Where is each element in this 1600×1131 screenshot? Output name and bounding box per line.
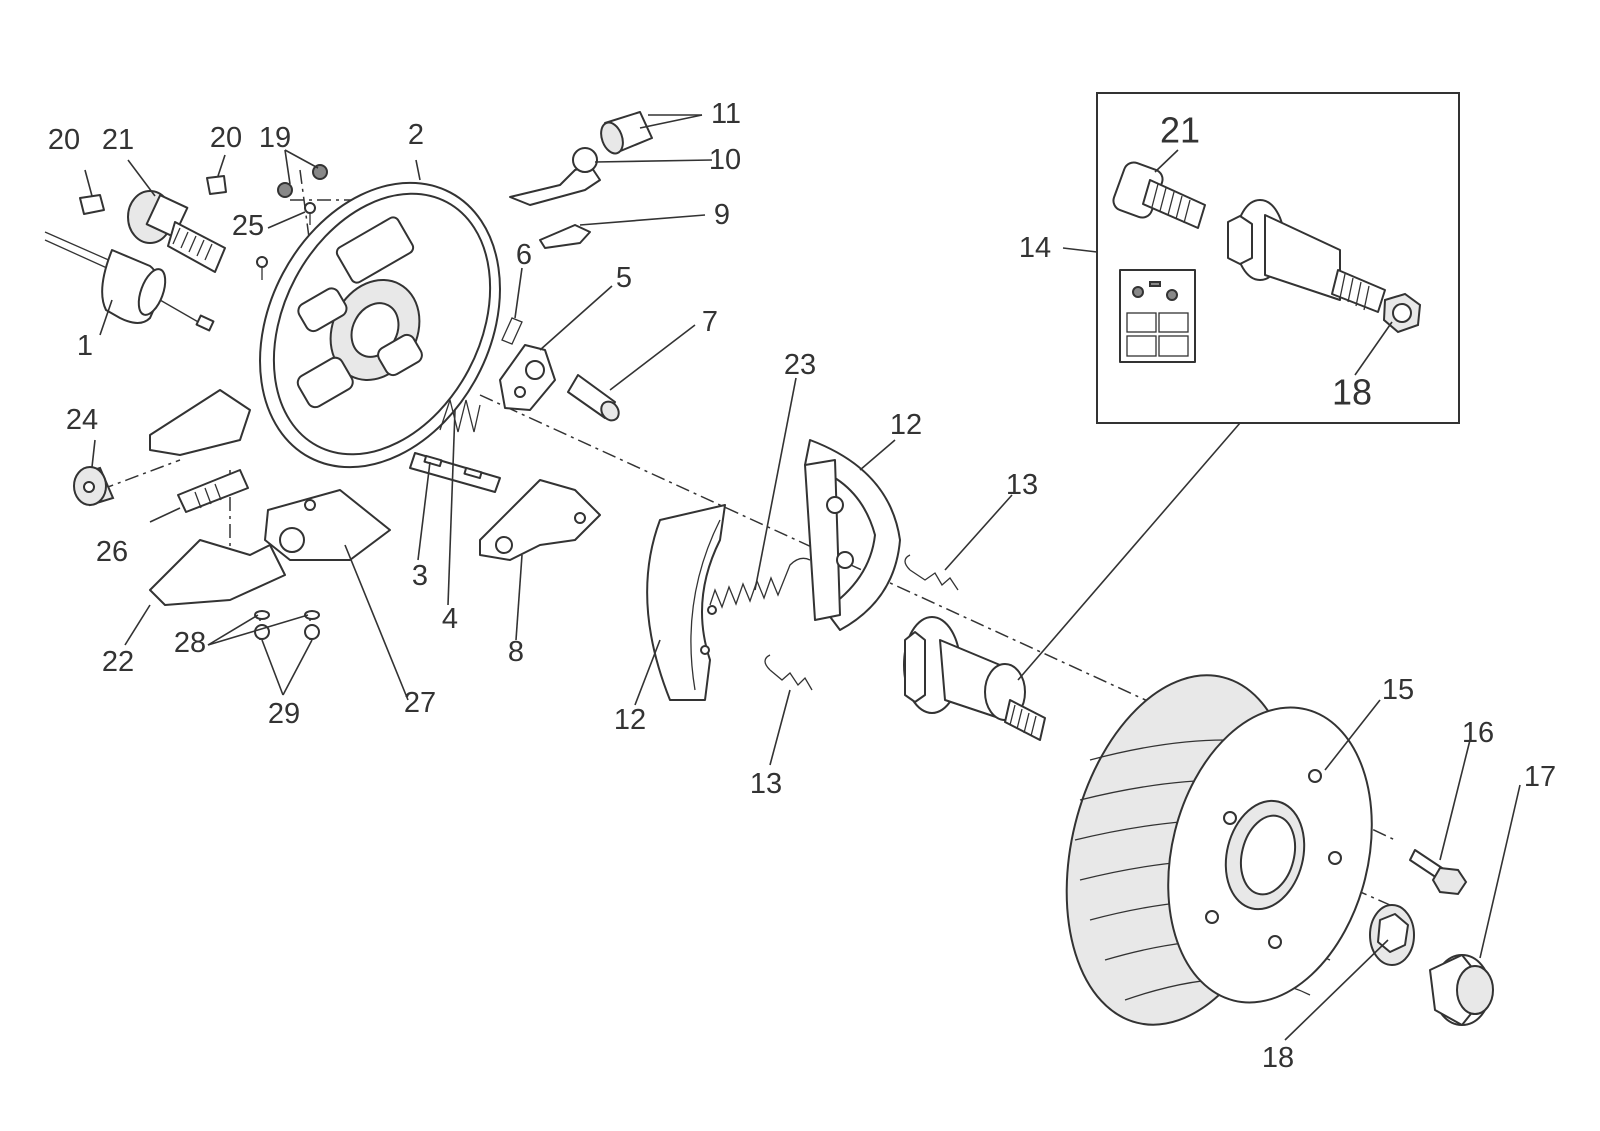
part-5-cam-lever [499,344,556,411]
label-7: 7 [702,306,718,338]
part-29-nuts [254,624,320,640]
label-9: 9 [714,199,730,231]
part-24-bushing [73,466,115,507]
part-16-wheel-bolt [1409,849,1468,896]
callout-labels: 20 21 20 19 2 25 1 24 26 22 28 29 27 3 4… [48,98,1556,1074]
label-3: 3 [412,560,428,592]
label-22: 22 [102,646,134,678]
label-20-right: 20 [210,122,242,154]
part-11-cap [600,111,653,155]
label-25: 25 [232,210,264,242]
part-22-bracket [149,389,286,606]
part-9-clip [539,224,591,249]
label-24: 24 [66,404,98,436]
label-18-inset: 18 [1332,372,1372,413]
label-28: 28 [174,627,206,659]
label-4: 4 [442,603,458,635]
part-2-backing-plate [259,181,501,469]
part-27-lever [264,489,391,561]
label-8: 8 [508,636,524,668]
part-13-spring-upper [904,554,959,591]
part-8-lever-block [479,479,601,561]
part-6-pin [501,317,523,345]
part-20-plate-right [206,175,227,195]
part-12-brake-shoe-left [646,504,726,701]
label-18-lower: 18 [1262,1042,1294,1074]
label-26: 26 [96,536,128,568]
label-29: 29 [268,698,300,730]
part-21-bolt-left [127,190,226,273]
label-10: 10 [709,144,741,176]
label-1: 1 [77,330,93,362]
label-15: 15 [1382,674,1414,706]
part-19-nuts [277,164,328,198]
part-15-brake-drum [1065,674,1373,1026]
part-17-hub-cap [1429,954,1494,1026]
label-17: 17 [1524,761,1556,793]
label-12-lower: 12 [614,704,646,736]
part-4-spring [439,397,481,433]
leader-lines [84,114,1521,1041]
part-23-spring [709,557,811,609]
label-6: 6 [516,239,532,271]
part-26-adjuster [149,469,249,523]
label-2: 2 [408,119,424,151]
label-20-left: 20 [48,124,80,156]
part-7-pin [567,374,620,422]
label-16: 16 [1462,717,1494,749]
inset-box [1017,92,1460,681]
part-12-brake-shoe-right [804,439,901,631]
label-27: 27 [404,687,436,719]
label-13-lower: 13 [750,768,782,800]
label-13-upper: 13 [1006,469,1038,501]
label-14: 14 [1019,232,1051,264]
part-13-spring-lower [764,654,813,691]
part-28-washers [254,610,320,620]
label-11: 11 [711,98,741,130]
label-5: 5 [616,262,632,294]
part-25-screws [256,202,316,280]
spindle-main [903,616,1046,741]
label-21-inset: 21 [1160,110,1200,151]
label-21-left: 21 [102,124,134,156]
part-20-plate-left [79,194,105,215]
part-18-axle-nut [1369,904,1415,966]
label-23: 23 [784,349,816,381]
label-19: 19 [259,122,291,154]
part-10-bracket [509,147,601,206]
label-12-upper: 12 [890,409,922,441]
part-3-strut [409,452,501,493]
part-1-brake-cable [44,231,215,332]
